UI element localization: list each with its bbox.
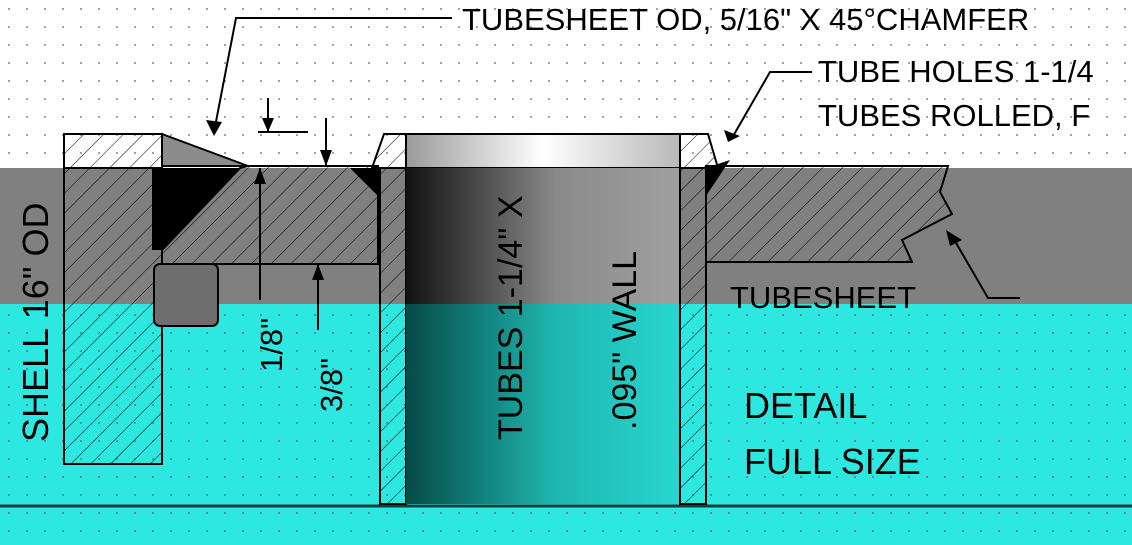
- leader-tubesheet-arrowhead: [946, 230, 962, 246]
- tube-bore-mid: [406, 168, 680, 304]
- leader-tube-holes: [731, 71, 812, 139]
- label-detail: DETAIL: [744, 385, 867, 426]
- tube-bore-low: [406, 304, 680, 504]
- weld-black-left: [152, 168, 240, 250]
- dimension-arrowhead-left: [262, 118, 274, 132]
- label-tubes-line2: .095" WALL: [606, 251, 644, 430]
- dimension-arrowhead-three-eighths: [312, 264, 324, 280]
- tubesheet-right-section: [705, 165, 954, 263]
- dimension-arrowhead-right: [320, 150, 332, 166]
- backing-ring: [153, 263, 219, 327]
- label-dim-eighth: 1/8": [254, 318, 289, 372]
- label-tube-holes-line1: TUBE HOLES 1-1/4: [818, 54, 1094, 89]
- leader-tube-holes-arrowhead: [724, 130, 740, 142]
- label-chamfer-note: TUBESHEET OD, 5/16" X 45°CHAMFER: [462, 2, 1029, 37]
- label-shell: SHELL 16" OD: [15, 202, 56, 442]
- tube-right-wall: [679, 167, 707, 505]
- leader-tubesheet: [951, 235, 1020, 299]
- label-dim-three-eighths: 3/8": [314, 358, 349, 412]
- label-tubes-line1: TUBES 1-1/4" X: [492, 196, 530, 441]
- dimension-arrowhead-eighth: [254, 168, 266, 184]
- weld-black-right: [350, 168, 378, 196]
- tubesheet-chamfer-top: [161, 132, 249, 167]
- label-tube-holes-line2: TUBES ROLLED, F: [818, 98, 1090, 133]
- tube-bore-top: [405, 133, 681, 169]
- leader-chamfer: [213, 17, 452, 133]
- tube-left-wall: [379, 167, 407, 505]
- shell-wall: [63, 167, 163, 465]
- label-tubesheet: TUBESHEET: [730, 280, 916, 315]
- leader-chamfer-arrowhead: [206, 120, 222, 136]
- label-full-size: FULL SIZE: [744, 441, 921, 482]
- shell-wall-top: [63, 133, 163, 169]
